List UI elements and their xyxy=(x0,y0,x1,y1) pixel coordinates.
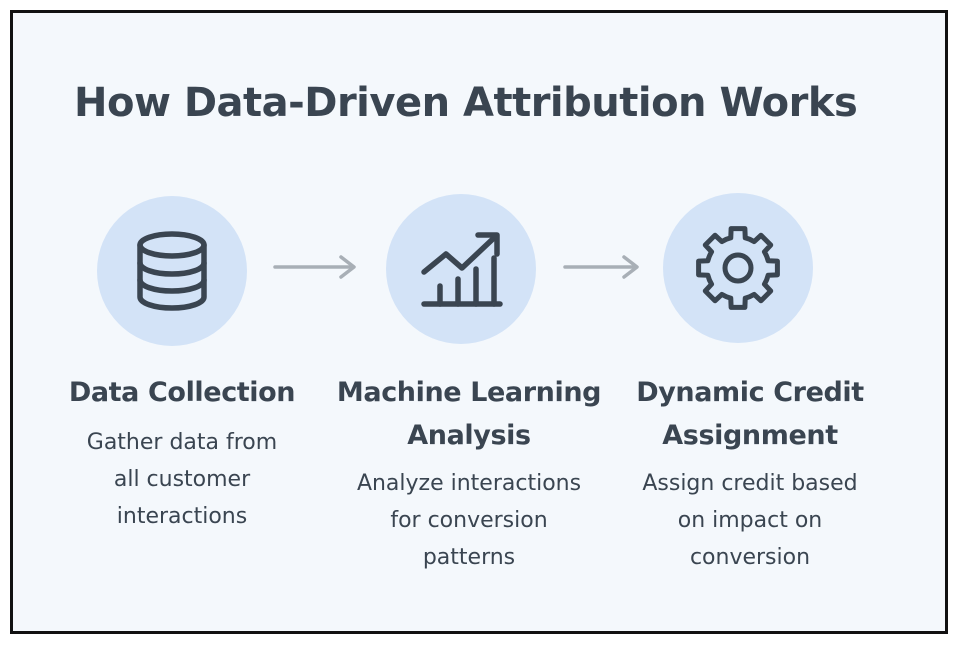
database-icon xyxy=(137,231,207,311)
gear-icon xyxy=(696,226,780,310)
step-1-circle xyxy=(97,196,247,346)
arrow-right-icon xyxy=(563,255,639,279)
step-1-title: Data Collection xyxy=(68,377,296,408)
step-3-description: Assign credit based on impact on convers… xyxy=(642,471,858,570)
arrow-right-icon xyxy=(273,255,356,279)
bar-chart-trend-icon xyxy=(421,232,503,307)
step-1-description: Gather data from all customer interactio… xyxy=(86,430,278,529)
step-2-description: Analyze interactions for conversion patt… xyxy=(356,471,582,570)
step-3-circle xyxy=(663,193,813,343)
diagram-title: How Data-Driven Attribution Works xyxy=(74,80,858,126)
step-2-circle xyxy=(386,194,536,344)
step-2-title: Machine Learning Analysis xyxy=(336,377,602,451)
step-3-title: Dynamic Credit Assignment xyxy=(636,377,864,451)
